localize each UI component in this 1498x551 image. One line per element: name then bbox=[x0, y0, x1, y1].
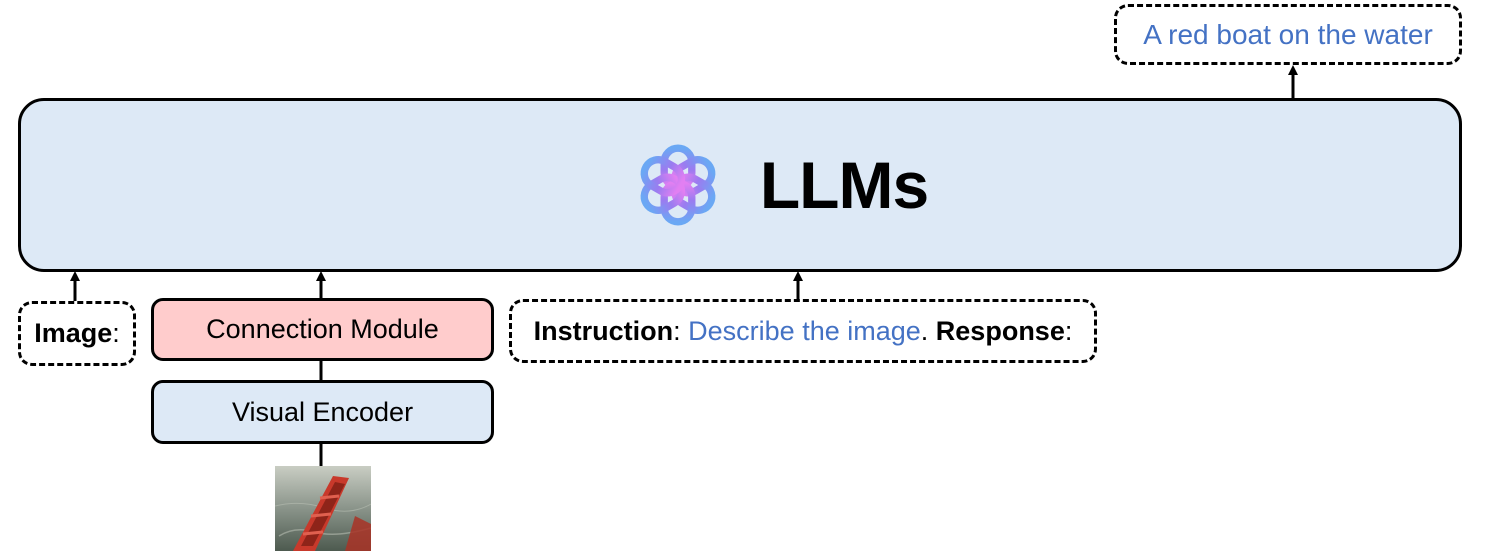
instruction-text: Describe the image bbox=[688, 315, 921, 346]
instruction-sep2: . bbox=[920, 315, 936, 346]
llm-title: LLMs bbox=[759, 148, 929, 222]
output-response-box: A red boat on the water bbox=[1114, 4, 1462, 65]
image-input-box: Image: bbox=[18, 301, 136, 366]
connection-module-label: Connection Module bbox=[206, 314, 439, 344]
llm-box: LLMs bbox=[18, 98, 1462, 272]
instruction-box: Instruction: Describe the image. Respons… bbox=[509, 299, 1097, 363]
llm-content: LLMs bbox=[632, 139, 929, 231]
boat-photo bbox=[275, 466, 371, 551]
connection-module-box: Connection Module bbox=[151, 298, 494, 361]
openai-knot-icon bbox=[640, 144, 716, 226]
visual-encoder-label: Visual Encoder bbox=[231, 396, 414, 427]
response-label: Response bbox=[935, 315, 1065, 346]
image-label: Image bbox=[34, 318, 113, 348]
image-colon: : bbox=[112, 318, 120, 348]
output-text: A red boat on the water bbox=[1143, 18, 1433, 50]
instruction-label: Instruction bbox=[533, 315, 674, 346]
visual-encoder-box: Visual Encoder bbox=[151, 380, 494, 444]
instruction-sep1: : bbox=[673, 315, 689, 346]
response-colon: : bbox=[1064, 315, 1073, 346]
